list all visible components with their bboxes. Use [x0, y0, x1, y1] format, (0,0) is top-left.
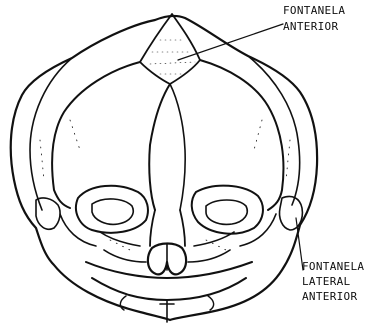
right-orbit: [192, 186, 263, 234]
skull-outline: [11, 16, 317, 320]
bone-texture: [40, 120, 290, 250]
left-frontal-bone: [52, 62, 140, 208]
metopic-suture-right: [170, 84, 185, 210]
left-maxilla: [100, 232, 146, 262]
lateral-fontanelle-label-line1: FONTANELA: [302, 261, 364, 273]
nasal-bones: [150, 210, 185, 246]
right-zygoma: [240, 214, 276, 246]
metopic-suture: [149, 84, 170, 210]
anterior-fontanelle-leader: [178, 24, 283, 60]
right-maxilla: [188, 232, 234, 262]
right-orbit-inner: [206, 200, 247, 224]
anterior-fontanelle-label-line1: FONTANELA: [283, 5, 345, 17]
anterior-fontanelle-label-line2: ANTERIOR: [283, 21, 338, 33]
left-parietal-edge: [30, 58, 72, 210]
right-parietal-edge: [248, 56, 300, 205]
lateral-fontanelle-label-line2: LATERAL: [302, 276, 350, 288]
left-orbit-inner: [92, 199, 133, 224]
left-orbit: [76, 186, 148, 233]
right-lateral-fontanelle: [279, 196, 302, 230]
lateral-fontanelle-label-line3: ANTERIOR: [302, 291, 357, 303]
mandible-lower: [92, 278, 246, 300]
anterior-fontanelle: [140, 14, 200, 84]
